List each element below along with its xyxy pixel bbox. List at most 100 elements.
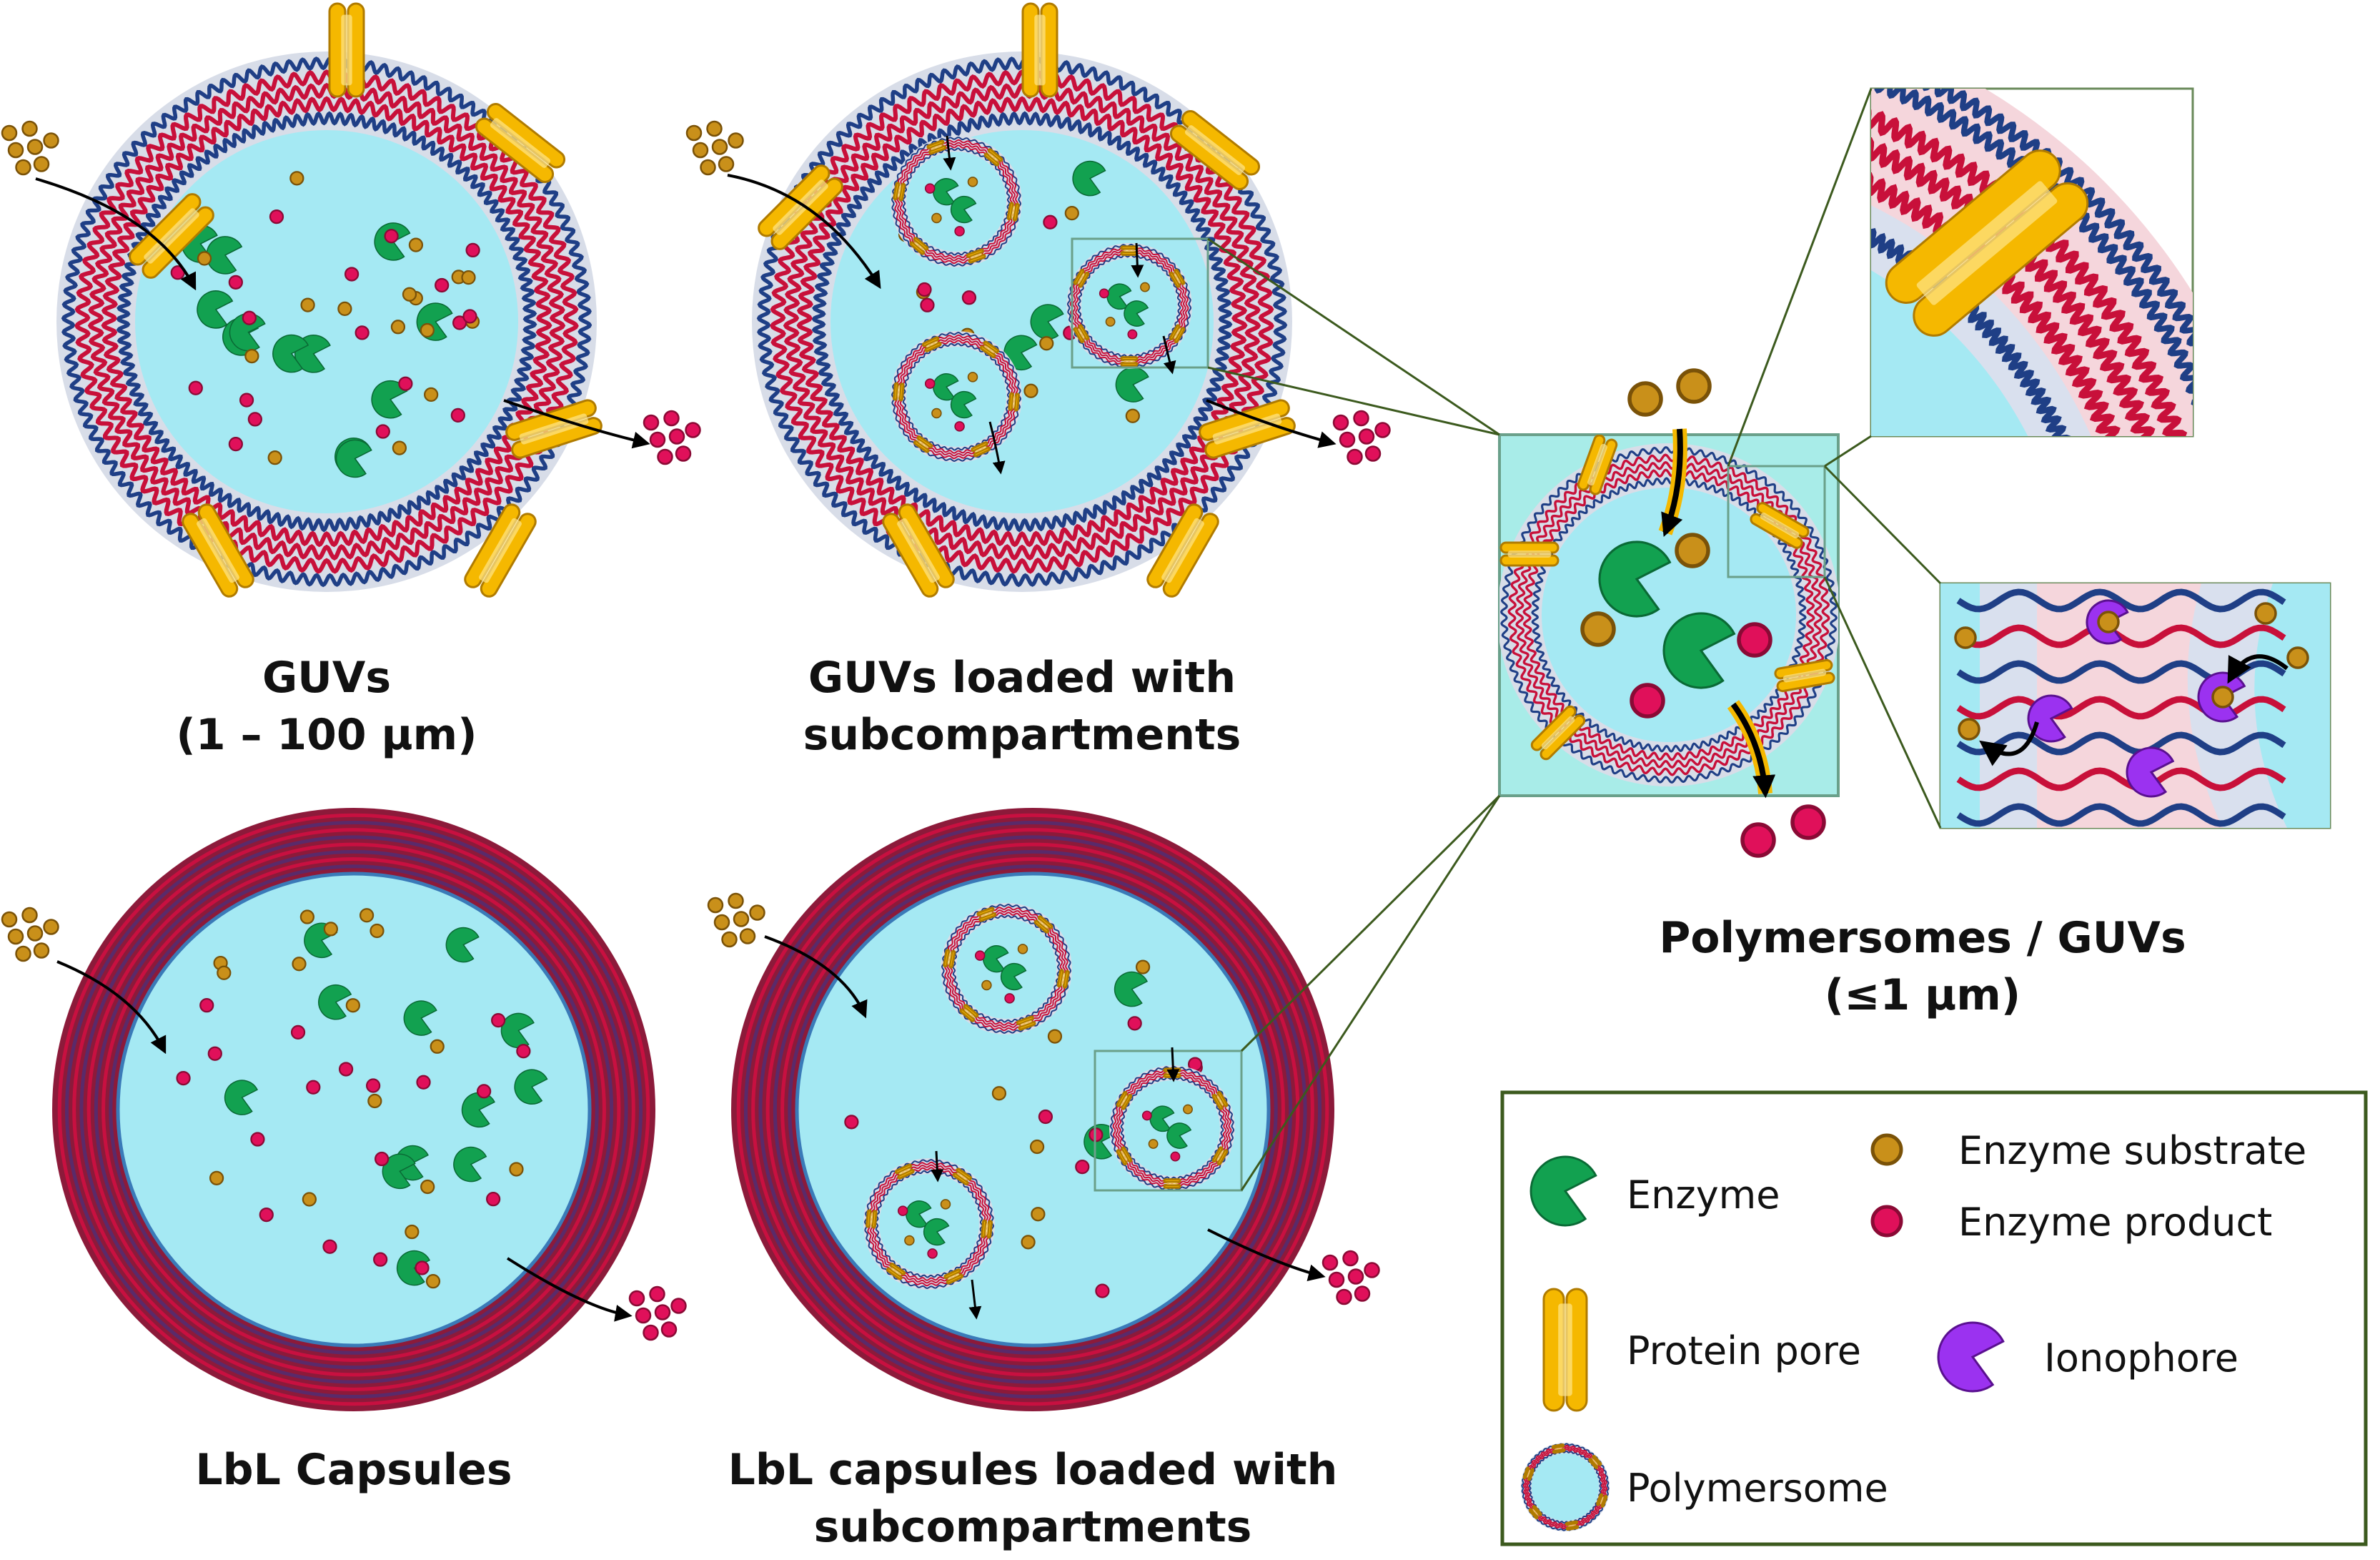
flow-arrow (503, 399, 650, 449)
pore-channel (1507, 551, 1552, 558)
flow-arrow (1730, 702, 1776, 799)
pore-channel (1558, 1303, 1572, 1396)
lbl-sub-caption-line2: subcompartments (814, 1502, 1252, 1552)
pore-channel (975, 446, 987, 453)
pore-channel (1078, 272, 1085, 284)
legend-enzyme-label: Enzyme (1627, 1173, 1780, 1218)
product-dot (1342, 1250, 1359, 1267)
product-dot (1043, 214, 1058, 229)
substrate-dot (15, 159, 31, 176)
enzyme-icon (445, 927, 480, 963)
protein-pore-icon (1169, 268, 1186, 288)
protein-pore-icon (893, 182, 906, 202)
pore-channel (957, 1173, 968, 1181)
protein-pore-icon (1120, 245, 1139, 256)
protein-pore-icon (979, 340, 1000, 358)
pore-channel (197, 518, 239, 583)
protein-pore-icon (913, 435, 933, 453)
enzyme-icon (1529, 1155, 1597, 1227)
substrate-dot (1039, 336, 1054, 351)
protein-pore-icon (1120, 356, 1139, 367)
product-dot (670, 1298, 687, 1314)
membrane-chain (891, 136, 1022, 267)
pore-half (1056, 969, 1064, 988)
membrane-chain (811, 111, 1233, 533)
substrate-dot (981, 979, 992, 991)
protein-pore-icon (909, 237, 929, 255)
substrate-dot (359, 908, 375, 923)
substrate-dot (7, 928, 24, 945)
pore-channel (1061, 972, 1066, 985)
lbl-capsule (1, 808, 687, 1411)
membrane-chain (1956, 803, 2286, 827)
lbl-layer (780, 857, 1285, 1362)
lbl-layer (64, 820, 643, 1399)
product-dot (228, 275, 243, 290)
guv-lumen (135, 130, 518, 513)
pore-channel (1760, 513, 1800, 538)
lbl-layer (743, 820, 1322, 1399)
substrate-dot (7, 142, 24, 159)
substrate-dot (931, 408, 942, 419)
substrate-dot (1958, 718, 1980, 741)
enzyme-icon (224, 1080, 258, 1115)
membrane-chain (1956, 767, 2286, 791)
membrane-chain (87, 82, 566, 561)
pore-half (943, 949, 951, 968)
pore-half (898, 182, 906, 202)
protein-pore-icon (983, 148, 1003, 167)
substrate-dot (267, 450, 282, 465)
lbl-lumen (116, 872, 592, 1348)
membrane-chain (74, 69, 579, 574)
product-dot (1099, 288, 1109, 299)
substrate-dot (749, 904, 765, 921)
product-dot (1353, 410, 1369, 427)
lbl-layer (773, 849, 1293, 1370)
legend-pore-label: Protein pore (1627, 1328, 1861, 1373)
pore-channel (1020, 1020, 1032, 1026)
pore-half (866, 1209, 872, 1228)
product-dot (1170, 1151, 1181, 1162)
pore-channel (1078, 328, 1085, 340)
pore-half (924, 341, 942, 352)
product-dot (685, 422, 701, 438)
pore-channel (341, 14, 352, 86)
protein-pore-icon (1016, 1015, 1036, 1031)
product-dot (1737, 622, 1772, 658)
pore-half (913, 237, 929, 251)
product-dot (384, 229, 399, 244)
substrate-dot (1105, 317, 1116, 327)
polymersome-vesicle (1109, 1065, 1235, 1191)
pore-half (968, 254, 986, 264)
protein-pore-icon (129, 193, 214, 279)
membrane-chain (949, 912, 1063, 1026)
protein-pore-icon (1116, 1090, 1133, 1110)
enzyme-icon (382, 1153, 416, 1190)
product-dot (954, 226, 965, 237)
flow-arrow (1207, 1228, 1326, 1281)
protein-pore-icon (959, 1004, 979, 1022)
membrane-chain (796, 96, 1248, 548)
zoom-connector-lines (1207, 88, 1942, 1191)
pore-half (1600, 1494, 1608, 1508)
guv-caption-line2: (1 – 100 µm) (176, 710, 477, 760)
membrane-band (2037, 583, 2223, 828)
polymersome-vesicle (1521, 1443, 1610, 1531)
substrate-dot (244, 348, 259, 364)
enzyme-icon (318, 984, 352, 1020)
protein-pore-icon (1169, 110, 1261, 190)
substrate-dot (292, 957, 307, 972)
substrate-dot (1183, 1104, 1193, 1115)
enzyme-icon (1115, 367, 1149, 403)
substrate-dot (2211, 686, 2234, 709)
product-dot (374, 1151, 390, 1167)
substrate-dot (209, 1170, 224, 1185)
zoom-connector (1240, 794, 1501, 1052)
zoom-lumen (1871, 270, 2028, 436)
pore-channel (1123, 250, 1136, 252)
pore-half (1073, 268, 1085, 285)
legend-icons (1521, 1133, 2005, 1531)
product-dot (1374, 422, 1391, 438)
substrate-dot (26, 139, 44, 155)
protein-pore-icon (475, 103, 566, 183)
